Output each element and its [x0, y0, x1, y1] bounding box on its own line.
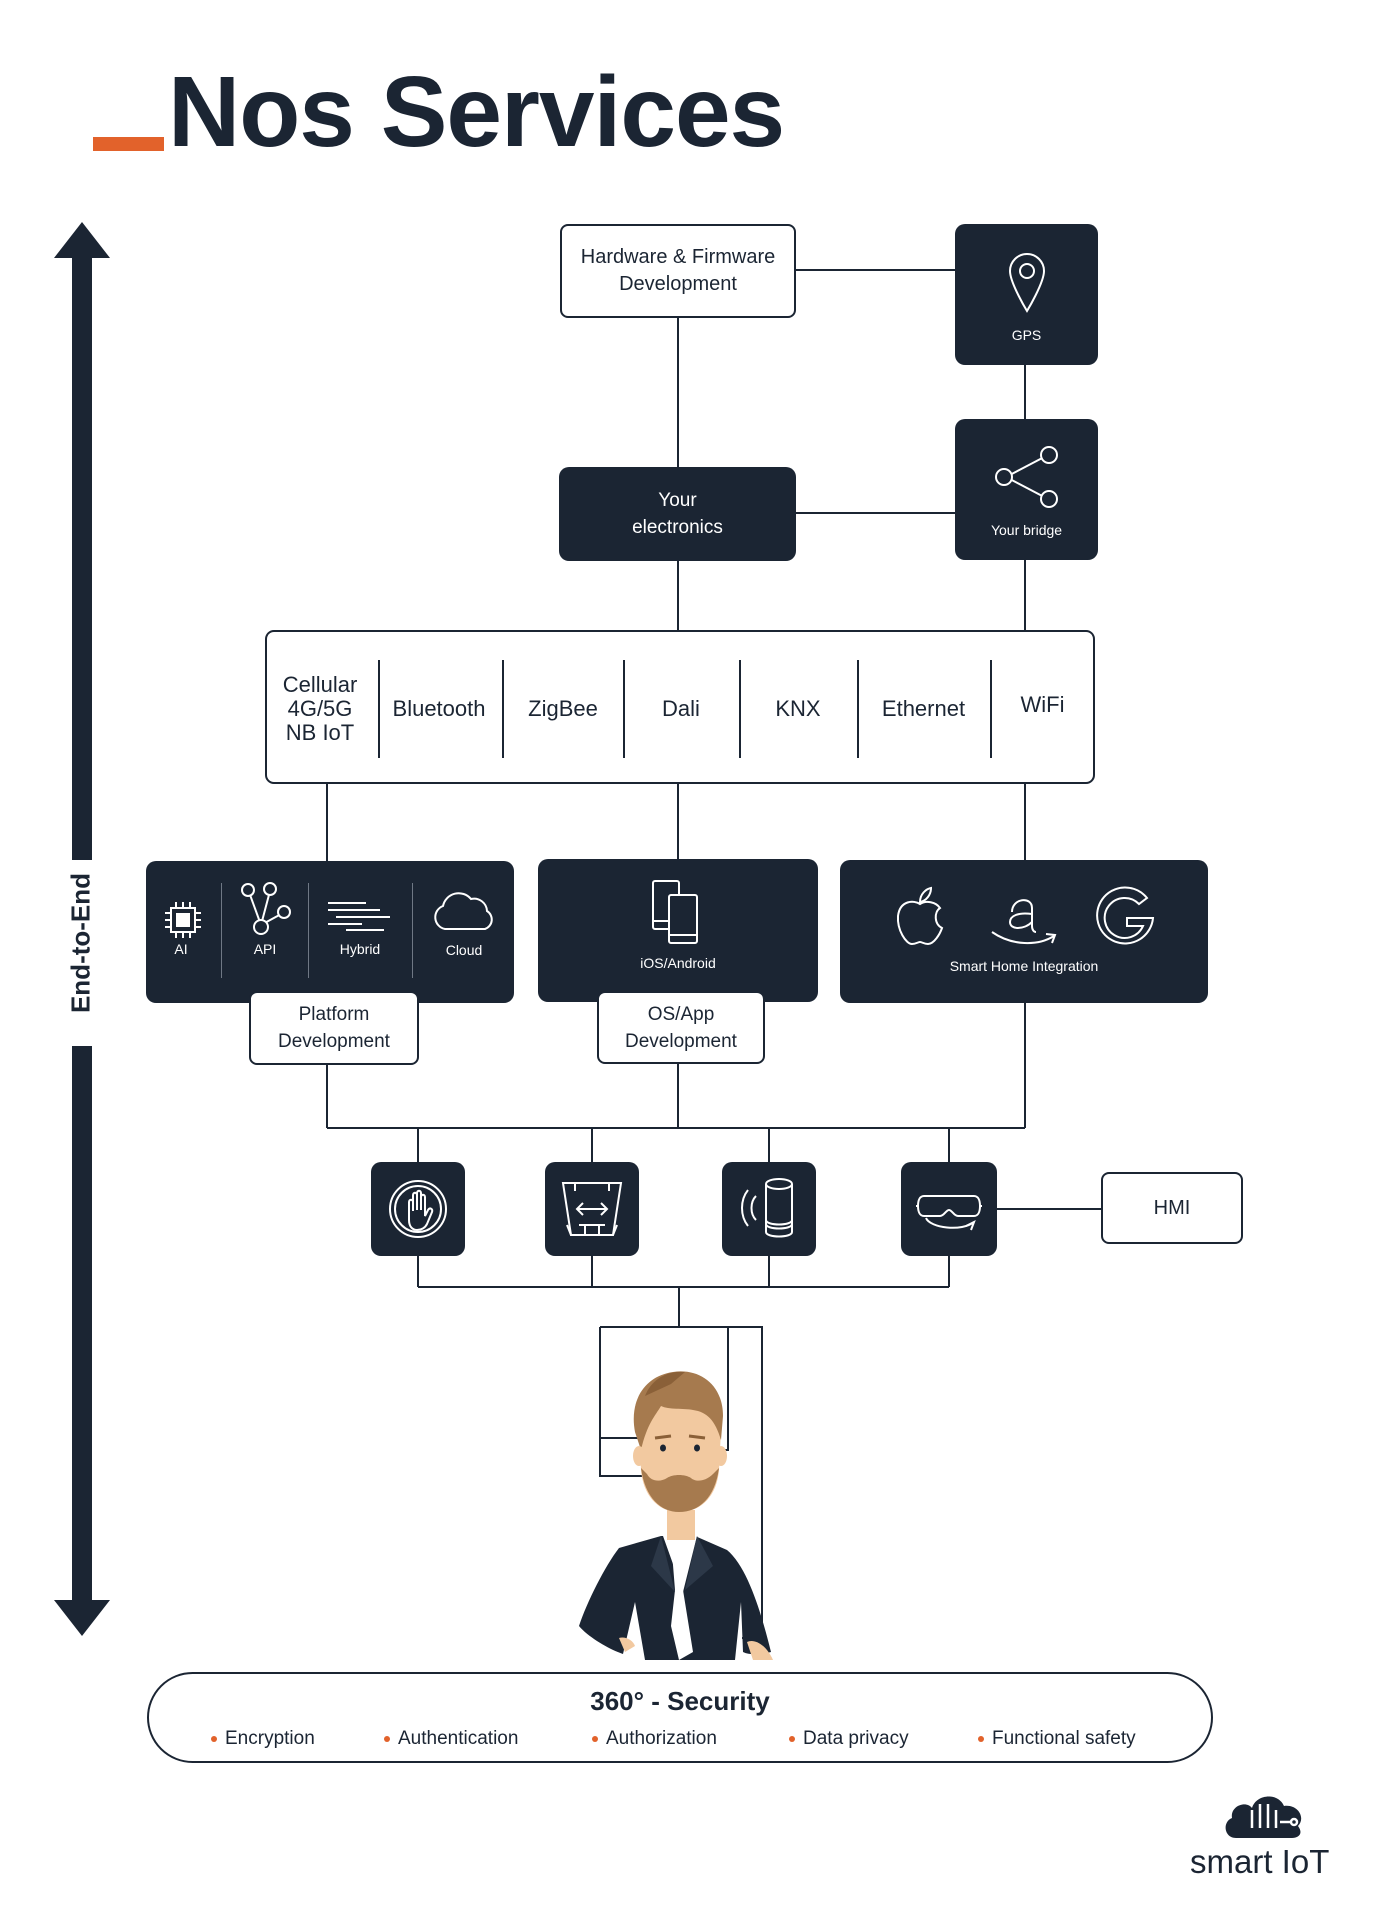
location-pin-icon [1008, 253, 1045, 313]
os-app-development-box: OS/App Development [597, 991, 765, 1064]
bullet-dot [592, 1735, 598, 1742]
hardware-firmware-label: Hardware & Firmware Development [580, 246, 776, 295]
protocol-cellular: Cellular 4G/5G NB IoT [282, 672, 358, 745]
share-network-icon [994, 446, 1058, 508]
vr-headset-box [901, 1162, 997, 1256]
security-item-authentication: Authentication [384, 1728, 518, 1750]
voice-assistant-box [722, 1162, 816, 1256]
brand-name: smart IoT [1190, 1843, 1330, 1880]
gps-label: GPS [1011, 327, 1042, 343]
platform-item-hybrid: Hybrid [339, 941, 381, 957]
protocol-ethernet: Ethernet [881, 696, 966, 721]
protocol-bluetooth: Bluetooth [392, 696, 486, 721]
hybrid-lines-icon [328, 902, 390, 931]
bullet-dot [789, 1735, 795, 1742]
mobile-devices-icon [652, 880, 698, 944]
end-to-end-arrow [54, 222, 110, 1636]
vr-headset-icon [916, 1195, 982, 1231]
person-illustration [579, 1371, 773, 1660]
protocol-zigbee: ZigBee [528, 696, 598, 721]
title-accent-bar [93, 137, 164, 151]
hardware-firmware-box: Hardware & Firmware Development [560, 224, 796, 318]
platform-divider [412, 883, 413, 978]
bullet-dot [978, 1735, 984, 1742]
platform-divider [308, 883, 309, 978]
platform-item-cloud: Cloud [445, 942, 483, 958]
your-electronics-box: Your electronics [559, 467, 796, 561]
ios-android-box: iOS/Android [538, 859, 818, 1002]
api-network-icon [241, 882, 291, 935]
ai-chip-icon [165, 902, 201, 938]
your-bridge-label: Your bridge [990, 522, 1063, 538]
security-item-label: Encryption [225, 1728, 315, 1749]
platform-development-label: Platform Development [278, 1004, 390, 1052]
smart-home-box: Smart Home Integration [840, 860, 1208, 1003]
your-bridge-box: Your bridge [955, 419, 1098, 560]
security-item-data-privacy: Data privacy [789, 1728, 909, 1750]
protocol-divider [623, 660, 625, 758]
protocol-knx: KNX [775, 696, 821, 721]
your-electronics-label: Your electronics [632, 490, 723, 538]
smart-iot-logo-icon [1225, 1796, 1302, 1838]
end-to-end-label: End-to-End [65, 872, 96, 1014]
platform-item-api: API [253, 941, 277, 957]
smart-home-label: Smart Home Integration [949, 958, 1099, 974]
gesture-hand-icon [389, 1180, 447, 1238]
protocol-divider [739, 660, 741, 758]
protocol-dali: Dali [662, 696, 700, 721]
protocol-divider [857, 660, 859, 758]
protocol-wifi: WiFi [1020, 692, 1065, 717]
connectivity-protocols-box: Cellular 4G/5G NB IoT Bluetooth ZigBee D… [265, 630, 1095, 784]
security-item-label: Authentication [398, 1728, 519, 1749]
security-title: 360° - Security [590, 1686, 770, 1716]
hmi-label: HMI [1153, 1196, 1191, 1219]
bullet-dot [211, 1735, 217, 1742]
security-item-authorization: Authorization [592, 1728, 717, 1750]
platform-item-ai: AI [174, 941, 188, 957]
apple-icon [896, 886, 944, 946]
ios-android-label: iOS/Android [640, 955, 716, 971]
security-item-label: Functional safety [992, 1728, 1136, 1749]
gps-box: GPS [955, 224, 1098, 365]
voice-speaker-icon [741, 1178, 793, 1238]
security-item-label: Data privacy [803, 1728, 909, 1749]
protocol-divider [378, 660, 380, 758]
security-box: 360° - Security Encryption Authenticatio… [147, 1672, 1213, 1763]
gesture-control-box [371, 1162, 465, 1256]
security-item-label: Authorization [606, 1728, 717, 1749]
security-item-functional-safety: Functional safety [978, 1728, 1136, 1750]
hmi-box: HMI [1101, 1172, 1243, 1244]
platform-development-box: Platform Development [249, 991, 419, 1065]
cloud-icon [434, 892, 493, 930]
screen-swipe-icon [561, 1182, 623, 1236]
platform-divider [221, 883, 222, 978]
security-item-encryption: Encryption [211, 1728, 315, 1750]
touchscreen-box [545, 1162, 639, 1256]
protocol-divider [990, 660, 992, 758]
amazon-icon [991, 899, 1057, 945]
protocol-divider [502, 660, 504, 758]
bullet-dot [384, 1735, 390, 1742]
google-icon [1096, 886, 1155, 945]
page-title: Nos Services [168, 56, 785, 168]
platform-box: AI API Hybrid [146, 861, 514, 1003]
os-app-development-label: OS/App Development [625, 1003, 737, 1052]
